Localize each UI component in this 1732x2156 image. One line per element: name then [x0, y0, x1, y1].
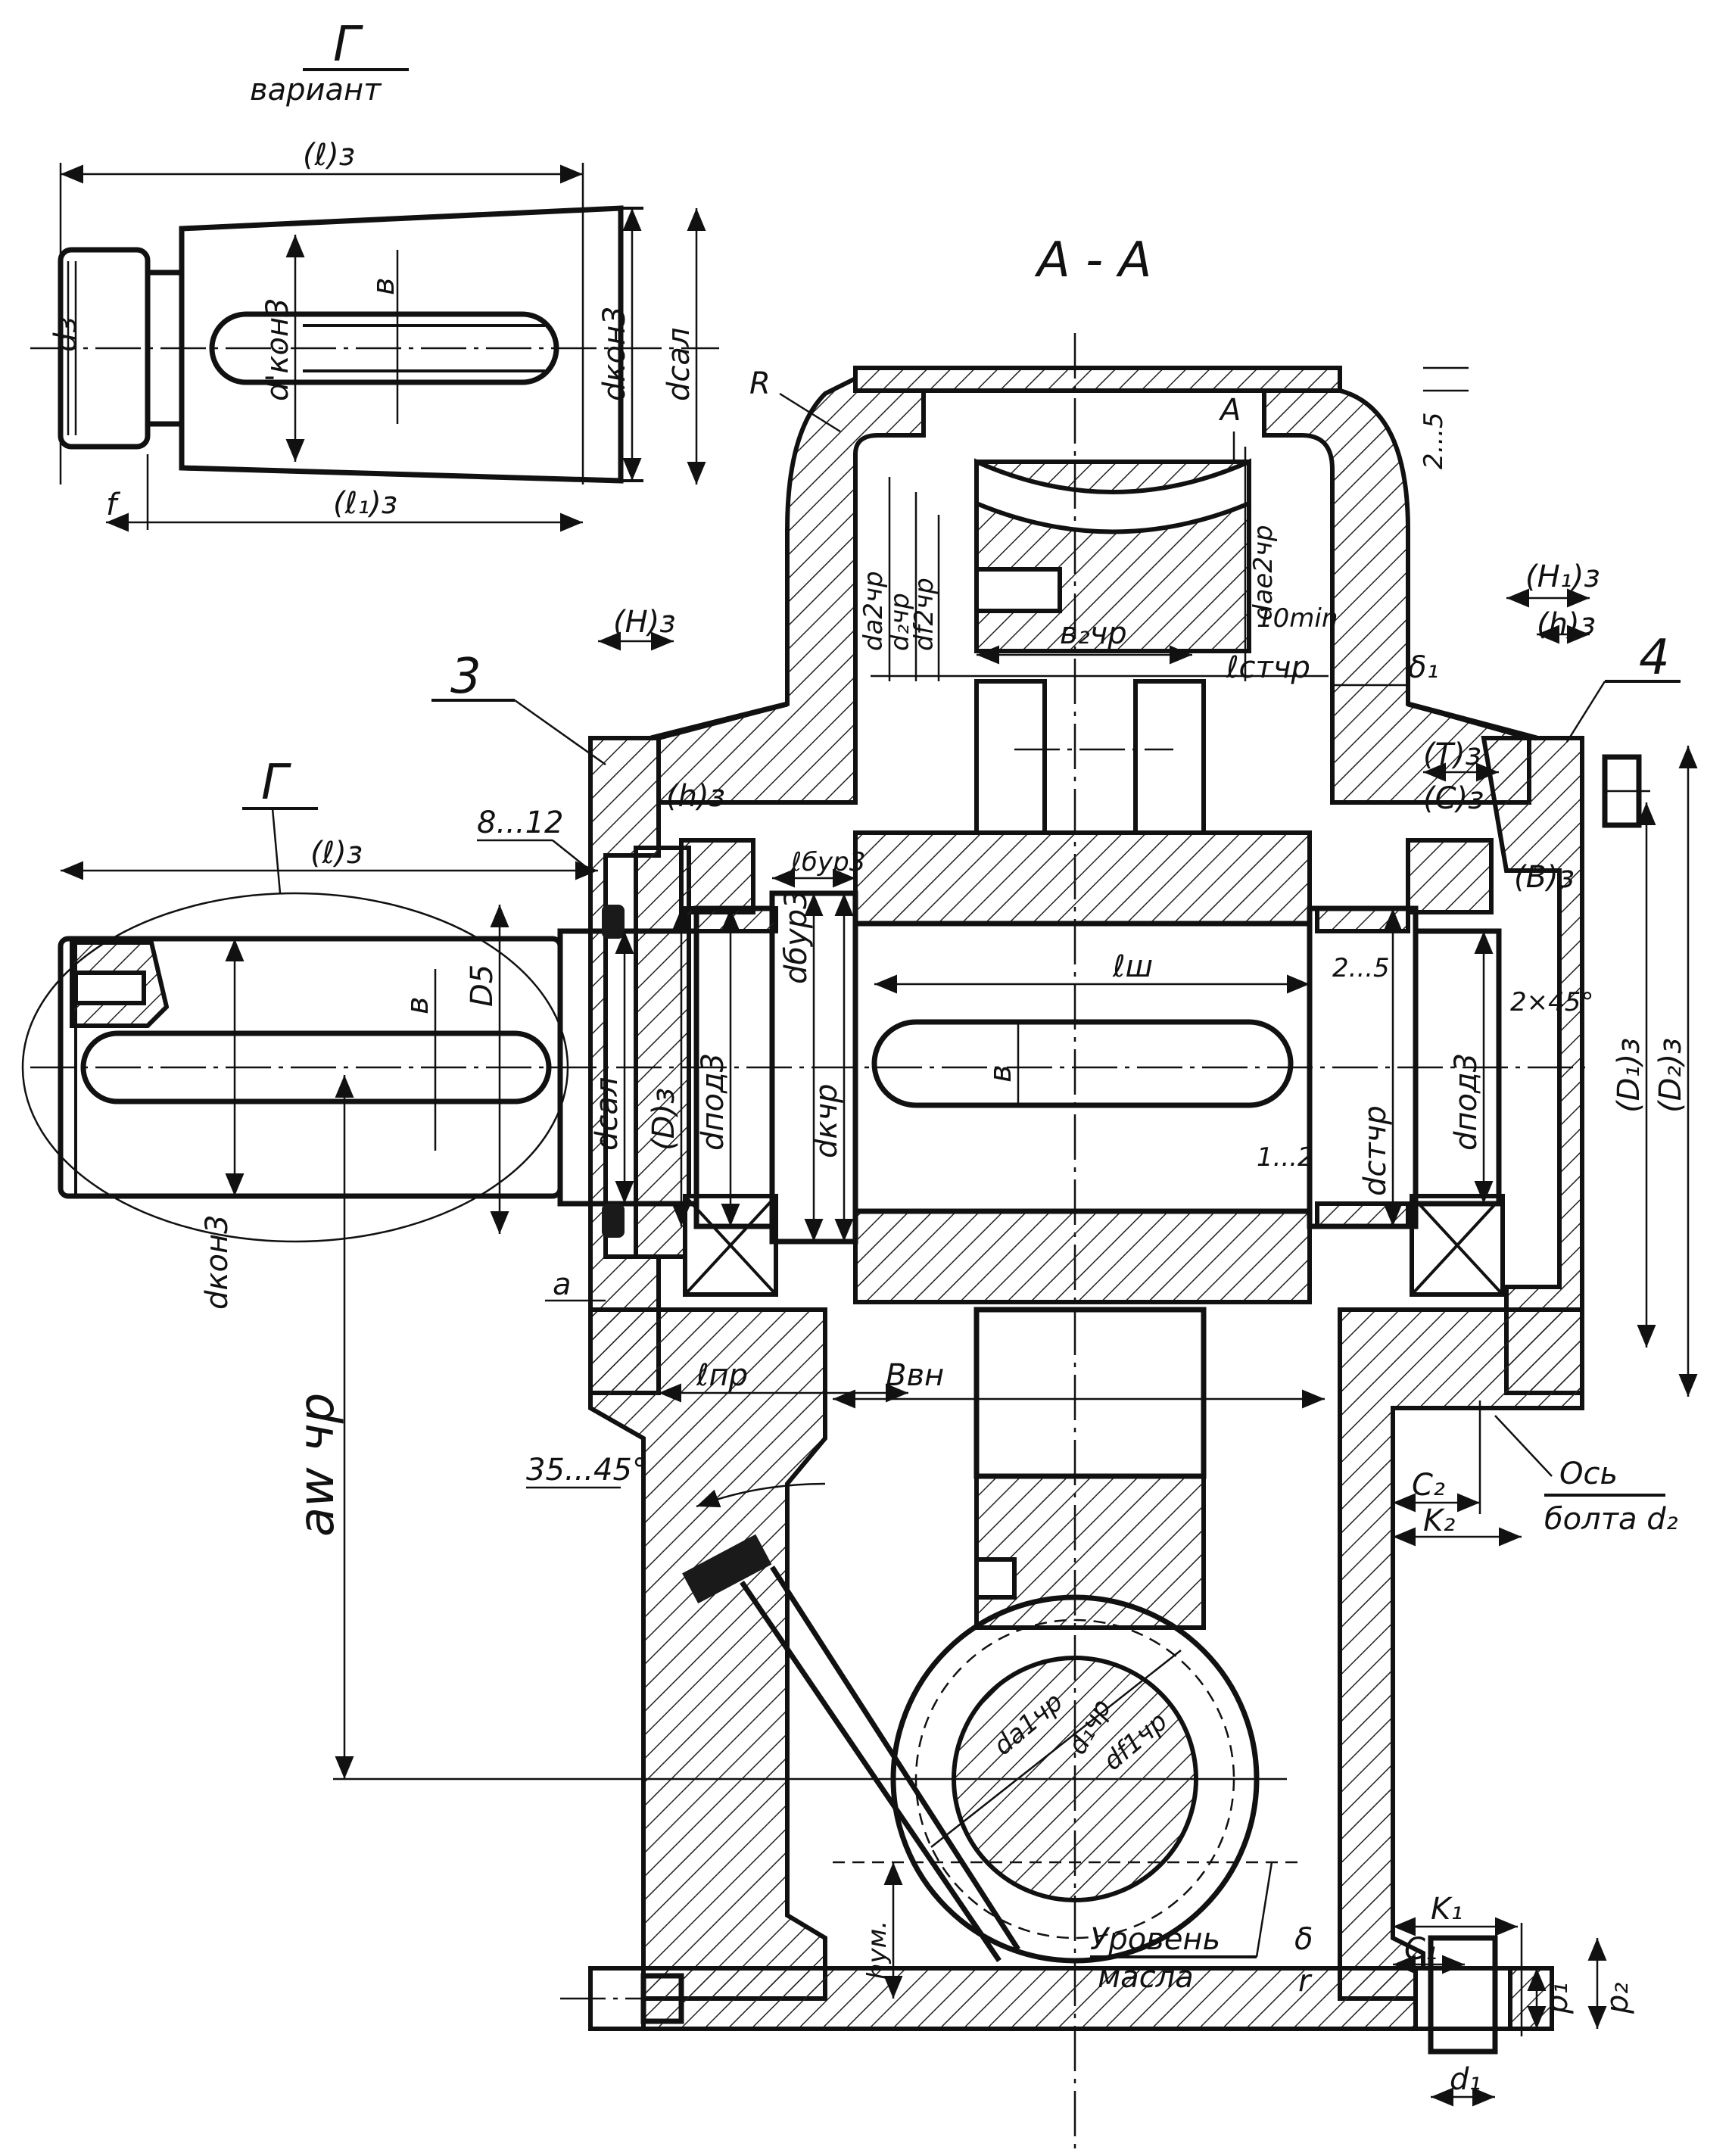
dim-l-stchr: ℓстчр — [1226, 650, 1310, 685]
dim-8-12: 8...12 — [477, 805, 564, 840]
dim-B3: (B)з — [1514, 860, 1575, 895]
dim-d-pod3: dпод3 — [696, 1053, 730, 1151]
variant-detail: Г вариант (ℓ)з dз d'кон3 в dкон3 dсал — [30, 17, 719, 532]
dim-d-f2chr: df2чр — [909, 578, 939, 651]
dim-b-key: в — [983, 1064, 1018, 1083]
dim-2-5-top: 2...5 — [1419, 412, 1449, 469]
oil-dipstick — [682, 1534, 1020, 1962]
dim-d-kchr: dкчр — [809, 1083, 844, 1158]
housing-cover: R — [650, 366, 1537, 805]
dim-d1: d₁ — [1450, 2062, 1481, 2097]
label-R: R — [749, 366, 771, 401]
dim-H3: (H)з — [613, 605, 676, 640]
dim-T3: (T)з — [1423, 737, 1481, 772]
dim-C1: C₁ — [1404, 1932, 1438, 1967]
dim-d3: dз — [48, 316, 83, 352]
dim-l-bur3: ℓбур3 — [790, 847, 865, 877]
dim-d-kon3-shaft: dкон3 — [200, 1214, 235, 1310]
dim-p1: p₁ — [1540, 1983, 1575, 2014]
dim-d-stchr: dстчр — [1358, 1105, 1393, 1196]
dim-h3-right: (h)з — [1537, 607, 1596, 642]
dim-h3-left: (h)з — [666, 779, 725, 814]
worm: dа1чр d₁чр df1чр — [890, 1307, 1260, 1964]
output-shaft: Г (ℓ)з в D5 dкон3 dсал (D)з dпод3 dбур3 … — [21, 755, 1593, 1310]
dim-b-shaft: в — [400, 996, 435, 1014]
dim-d-kon3-prime: d'кон3 — [260, 298, 295, 401]
dim-C2: C₂ — [1412, 1468, 1445, 1503]
variant-letter: Г — [333, 17, 363, 73]
dim-a: a — [553, 1267, 572, 1302]
dim-H1-3: (H₁)з — [1525, 559, 1600, 594]
dim-l-sh: ℓш — [1112, 949, 1153, 984]
bearings — [679, 838, 1505, 1297]
variant-word: вариант — [250, 73, 382, 107]
dim-d-kon3: dкон3 — [597, 306, 632, 401]
dim-f: f — [106, 488, 121, 522]
housing-base: aw чр ℓпр Bвн 35...45° C₂ K₂ Ось болта d… — [289, 1075, 1678, 2107]
dim-l-pr: ℓпр — [696, 1358, 748, 1393]
label-r: r — [1298, 1964, 1313, 1999]
label-axis-bolt: Ось — [1559, 1457, 1618, 1491]
dim-l3-top: (ℓ)з — [303, 138, 355, 173]
dim-d-bur3: dбур3 — [779, 890, 814, 984]
section-title: А - А — [1034, 232, 1151, 288]
dim-K2: K₂ — [1423, 1503, 1455, 1538]
dim-C3: (C)з — [1423, 781, 1484, 816]
dim-d-sal-shaft: dсал — [590, 1077, 625, 1151]
worm-wheel: dа2чр d₂чр df2чр dае2чр в₂чр A 2...5 10m… — [858, 333, 1469, 2156]
dim-h-um: hум. — [862, 1921, 892, 1980]
dim-l3-shaft: (ℓ)з — [310, 836, 363, 871]
dim-d-pod3-right: dпод3 — [1449, 1053, 1484, 1151]
dim-D1-3: (D₁)з — [1612, 1038, 1646, 1113]
dim-d-ae2chr: dае2чр — [1248, 525, 1279, 621]
dim-d-sal-variant: dсал — [662, 328, 696, 401]
dim-chamfer: 2×45° — [1510, 987, 1593, 1017]
dim-angle: 35...45° — [526, 1453, 647, 1488]
dim-delta1: δ₁ — [1408, 650, 1439, 685]
label-A: A — [1218, 393, 1241, 428]
dim-10min: 10min — [1257, 603, 1338, 634]
part-number-4: 4 — [1639, 630, 1670, 686]
dim-p2: p₂ — [1600, 1983, 1635, 2014]
dim-K1: K₁ — [1431, 1892, 1463, 1927]
part-number-3: 3 — [450, 649, 481, 705]
dim-delta: δ — [1294, 1922, 1313, 1957]
dim-d-a2chr: dа2чр — [858, 571, 889, 651]
dim-b-2chr: в₂чр — [1060, 616, 1127, 651]
dim-B-vn: Bвн — [886, 1358, 944, 1393]
dim-d-2chr: d₂чр — [885, 593, 915, 651]
dim-b-variant: в — [366, 277, 401, 295]
label-oil-level-2: масла — [1098, 1960, 1194, 1995]
dim-D5: D5 — [465, 964, 500, 1007]
dim-a-wchr: aw чр — [289, 1393, 345, 1537]
label-bolt-d2: болта d₂ — [1544, 1502, 1678, 1537]
dim-l1-3: (ℓ₁)з — [333, 486, 397, 521]
part-number-G: Г — [261, 755, 291, 811]
dim-1-2: 1...2 — [1257, 1142, 1314, 1173]
dim-D2-3: (D₂)з — [1653, 1038, 1688, 1113]
dim-D3: (D)з — [646, 1088, 681, 1151]
dim-2-5-hub: 2...5 — [1332, 953, 1390, 983]
